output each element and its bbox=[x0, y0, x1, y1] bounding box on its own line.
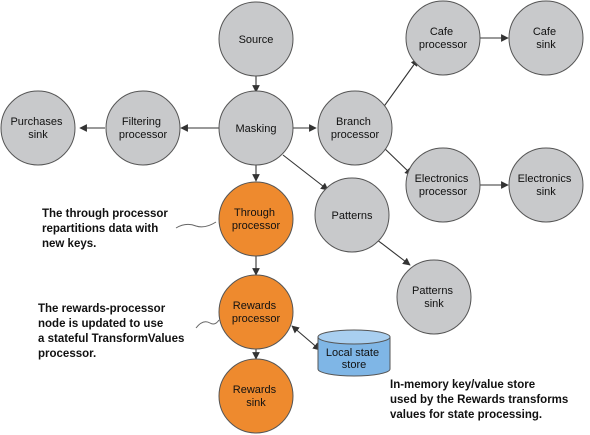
node-rewards-sink-label: Rewards sink bbox=[233, 384, 279, 409]
edges bbox=[79, 34, 509, 360]
edge-masking-patterns bbox=[282, 154, 329, 191]
node-cafe-processor: Cafe processor bbox=[405, 0, 481, 76]
node-electronics-sink-label: Electronics sink bbox=[518, 173, 575, 198]
node-masking-circle bbox=[218, 90, 294, 166]
annotation-store-line-1: In-memory key/value store bbox=[390, 379, 535, 391]
node-cafe-sink-line-1: Cafe bbox=[533, 26, 556, 38]
annotation-store-line-3: values for state processing. bbox=[390, 409, 542, 421]
node-patterns: Patterns bbox=[314, 177, 390, 253]
node-branch-circle bbox=[317, 90, 393, 166]
node-electronics-sink-line-1: Electronics bbox=[518, 173, 572, 185]
node-cafe-sink-label: Cafe sink bbox=[533, 26, 559, 51]
node-masking-label: Masking bbox=[236, 123, 277, 135]
node-rewards-processor-line-2: processor bbox=[232, 313, 281, 325]
node-masking: Masking bbox=[218, 90, 294, 166]
node-filtering-line-2: processor bbox=[119, 129, 168, 141]
annotation-rewards: The rewards-processor node is updated to… bbox=[38, 303, 188, 360]
local-state-store: Local state store bbox=[317, 329, 391, 377]
node-cafe-processor-label: Cafe processor bbox=[419, 26, 468, 51]
node-patterns-sink-line-2: sink bbox=[424, 298, 444, 310]
node-through-line-2: processor bbox=[232, 220, 281, 232]
node-rewards-processor-circle bbox=[218, 274, 294, 350]
node-source: Source bbox=[218, 1, 294, 77]
annotation-store-line-2: used by the Rewards transforms bbox=[390, 394, 568, 406]
node-electronics-processor-line-2: processor bbox=[419, 186, 468, 198]
node-rewards-sink-circle bbox=[218, 358, 294, 434]
node-branch-processor: Branch processor bbox=[317, 90, 393, 166]
edge-rewards-store bbox=[291, 325, 321, 351]
store-line-1: Local state bbox=[326, 347, 379, 359]
node-patterns-sink-line-1: Patterns bbox=[412, 285, 453, 297]
node-cafe-sink-line-2: sink bbox=[536, 39, 556, 51]
node-electronics-processor-line-1: Electronics bbox=[415, 173, 469, 185]
node-purchases-sink: Purchases sink bbox=[0, 90, 76, 166]
edge-branch-cafe bbox=[379, 58, 419, 113]
node-patterns-sink-circle bbox=[396, 259, 472, 335]
node-electronics-sink-line-2: sink bbox=[536, 186, 556, 198]
annotation-through: The through processor repartitions data … bbox=[42, 208, 171, 250]
node-purchases-line-1: Purchases bbox=[10, 116, 62, 128]
node-electronics-sink-circle bbox=[508, 147, 584, 223]
node-through-label: Through processor bbox=[232, 207, 281, 232]
node-filtering-line-1: Filtering bbox=[122, 116, 161, 128]
node-through-circle bbox=[218, 181, 294, 257]
callout-line-rewards bbox=[195, 319, 220, 329]
node-patterns-label: Patterns bbox=[332, 210, 373, 222]
node-electronics-processor-label: Electronics processor bbox=[415, 173, 472, 198]
node-electronics-processor: Electronics processor bbox=[405, 147, 481, 223]
node-electronics-processor-circle bbox=[405, 147, 481, 223]
node-electronics-sink: Electronics sink bbox=[508, 147, 584, 223]
node-through-line-1: Through bbox=[234, 207, 275, 219]
node-rewards-sink-line-1: Rewards bbox=[233, 384, 277, 396]
annotation-rewards-line-4: processor. bbox=[38, 348, 96, 360]
annotation-rewards-line-2: node is updated to use bbox=[38, 318, 163, 330]
node-patterns-line-1: Patterns bbox=[332, 210, 373, 222]
node-through-processor: Through processor bbox=[218, 181, 294, 257]
store-cylinder-body bbox=[317, 336, 391, 377]
node-cafe-sink-circle bbox=[508, 0, 584, 76]
node-purchases-label: Purchases sink bbox=[10, 116, 65, 141]
node-cafe-processor-line-2: processor bbox=[419, 39, 468, 51]
annotation-through-line-3: new keys. bbox=[42, 238, 96, 250]
node-purchases-circle bbox=[0, 90, 76, 166]
store-label: Local state store bbox=[326, 347, 382, 371]
node-rewards-processor: Rewards processor bbox=[218, 274, 294, 350]
node-source-line-1: Source bbox=[239, 34, 274, 46]
node-branch-label: Branch processor bbox=[331, 116, 380, 141]
node-masking-line-1: Masking bbox=[236, 123, 277, 135]
node-patterns-sink-label: Patterns sink bbox=[412, 285, 456, 310]
node-filtering-processor: Filtering processor bbox=[105, 90, 181, 166]
annotation-through-line-2: repartitions data with bbox=[42, 223, 158, 235]
node-filtering-label: Filtering processor bbox=[119, 116, 168, 141]
node-branch-line-1: Branch bbox=[336, 116, 371, 128]
annotation-store: In-memory key/value store used by the Re… bbox=[390, 379, 572, 421]
store-line-2: store bbox=[342, 359, 366, 371]
node-filtering-circle bbox=[105, 90, 181, 166]
node-branch-line-2: processor bbox=[331, 129, 380, 141]
node-rewards-sink: Rewards sink bbox=[218, 358, 294, 434]
node-rewards-processor-line-1: Rewards bbox=[233, 300, 277, 312]
annotation-rewards-line-3: a stateful TransformValues bbox=[38, 333, 184, 345]
node-rewards-processor-label: Rewards processor bbox=[232, 300, 281, 325]
node-source-circle bbox=[218, 1, 294, 77]
annotation-rewards-line-1: The rewards-processor bbox=[38, 303, 166, 315]
node-purchases-line-2: sink bbox=[28, 129, 48, 141]
node-cafe-processor-line-1: Cafe bbox=[430, 26, 453, 38]
node-source-label: Source bbox=[239, 34, 274, 46]
store-cylinder-top bbox=[317, 329, 391, 345]
annotation-through-line-1: The through processor bbox=[42, 208, 168, 220]
node-cafe-sink: Cafe sink bbox=[508, 0, 584, 76]
callout-line-through bbox=[175, 221, 217, 229]
node-patterns-circle bbox=[314, 177, 390, 253]
node-cafe-processor-circle bbox=[405, 0, 481, 76]
node-rewards-sink-line-2: sink bbox=[246, 397, 266, 409]
node-patterns-sink: Patterns sink bbox=[396, 259, 472, 335]
